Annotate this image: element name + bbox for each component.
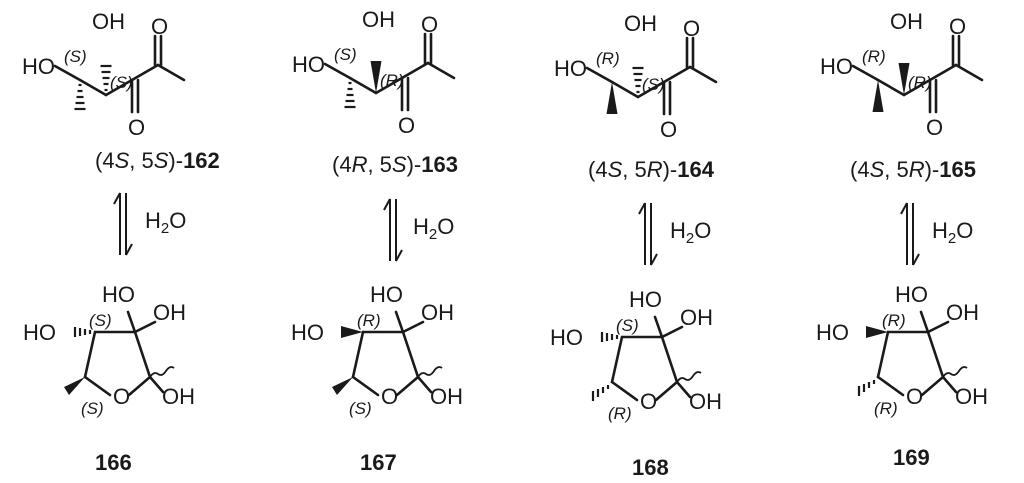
stereo-label-c4: (S) — [642, 75, 665, 94]
atom-label-oh: OH — [946, 300, 979, 325]
atom-label-ho: HO — [23, 320, 56, 345]
compound-169: HO HO OH OH O (R) (R) — [816, 282, 988, 418]
compound-number-168: 168 — [632, 455, 669, 480]
atom-label-o: O — [949, 14, 966, 39]
stereo-label-c3: (R) — [357, 311, 381, 330]
stereo-label-c5: (R) — [862, 47, 886, 66]
atom-label-ho: HO — [550, 325, 583, 350]
atom-label-ho: HO — [291, 320, 324, 345]
water-label: H2O — [413, 214, 454, 243]
stereo-label-c5: (R) — [608, 404, 632, 423]
equilibrium-arrows — [383, 198, 403, 262]
atom-label-o: O — [128, 115, 145, 140]
compound-number-169: 169 — [893, 445, 930, 470]
atom-label-o: O — [151, 14, 168, 39]
atom-label-oh: OH — [430, 384, 463, 409]
stereo-label-c5: (S) — [64, 47, 87, 66]
compound-caption-163: (4R, 5S)-163 — [332, 152, 458, 177]
atom-label-oh: OH — [421, 300, 454, 325]
ring-oxygen: O — [381, 384, 398, 409]
compound-163: HO OH O O (S) (R) — [292, 7, 456, 138]
atom-label-oh: OH — [624, 11, 657, 36]
ring-oxygen: O — [113, 384, 130, 409]
atom-label-ho: HO — [102, 282, 135, 307]
atom-label-ho: HO — [554, 56, 587, 81]
compound-166: HO HO OH OH O (S) (S) — [23, 282, 195, 418]
ring-oxygen: O — [640, 389, 657, 414]
compound-caption-164: (4S, 5R)-164 — [588, 157, 715, 182]
equilibrium-arrows — [900, 202, 920, 266]
compound-caption-162: (4S, 5S)-162 — [95, 148, 220, 173]
atom-label-oh: OH — [153, 300, 186, 325]
atom-label-oh: OH — [92, 9, 125, 34]
atom-label-o: O — [660, 117, 677, 142]
atom-label-oh: OH — [680, 305, 713, 330]
stereo-label-c3: (S) — [89, 311, 112, 330]
stereo-label-c3: (R) — [882, 311, 906, 330]
water-label: H2O — [932, 218, 973, 247]
compound-164: HO OH O O (R) (S) — [554, 11, 718, 142]
atom-label-ho: HO — [629, 287, 662, 312]
atom-label-ho: HO — [816, 320, 849, 345]
atom-label-ho: HO — [370, 282, 403, 307]
compound-167: HO HO OH OH O (R) (S) — [291, 282, 463, 418]
atom-label-oh: OH — [362, 7, 395, 32]
atom-label-oh: OH — [955, 384, 988, 409]
equilibrium-arrows — [113, 192, 133, 256]
stereo-label-c4: (R) — [380, 71, 404, 90]
compound-caption-165: (4S, 5R)-165 — [850, 157, 976, 182]
stereo-label-c5: (S) — [349, 399, 372, 418]
atom-label-oh: OH — [890, 9, 923, 34]
atom-label-oh: OH — [162, 384, 195, 409]
stereo-label-c5: (S) — [334, 45, 357, 64]
stereo-label-c5: (S) — [81, 399, 104, 418]
atom-label-ho: HO — [292, 52, 325, 77]
atom-label-o: O — [683, 16, 700, 41]
compound-number-166: 166 — [95, 450, 132, 475]
compound-168: HO HO OH OH O (S) (R) — [550, 287, 722, 423]
atom-label-o: O — [421, 12, 438, 37]
atom-label-ho: HO — [895, 282, 928, 307]
atom-label-o: O — [926, 115, 943, 140]
atom-label-o: O — [398, 113, 415, 138]
stereo-label-c5: (R) — [596, 49, 620, 68]
stereo-label-c3: (S) — [616, 316, 639, 335]
atom-label-oh: OH — [689, 389, 722, 414]
water-label: H2O — [670, 218, 711, 247]
atom-label-ho: HO — [22, 54, 55, 79]
water-label: H2O — [145, 208, 186, 237]
compound-165: HO OH O O (R) (R) — [820, 9, 984, 140]
stereo-label-c4: (S) — [110, 73, 133, 92]
atom-label-ho: HO — [820, 54, 853, 79]
compound-162: HO OH O O (S) (S) — [22, 9, 186, 140]
stereo-label-c4: (R) — [908, 73, 932, 92]
ring-oxygen: O — [906, 384, 923, 409]
stereo-label-c5: (R) — [874, 399, 898, 418]
compound-number-167: 167 — [360, 450, 397, 475]
equilibrium-arrows — [638, 202, 658, 266]
